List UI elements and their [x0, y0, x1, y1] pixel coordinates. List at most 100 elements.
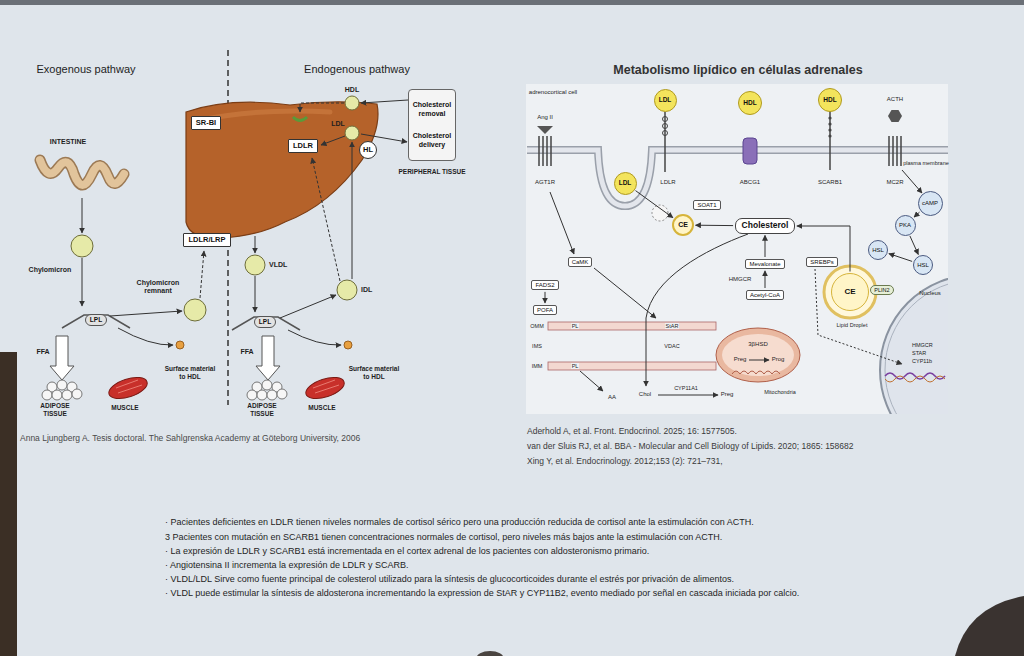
- gene-name: HMGCR: [912, 342, 933, 349]
- node-text: CE: [844, 287, 855, 296]
- receptor-beads: [663, 117, 668, 136]
- fat-cell: [52, 390, 62, 400]
- gene-name: CYP11b: [912, 358, 932, 365]
- metabolite-box: Acetyl-CoA: [746, 290, 784, 301]
- ligand: [888, 110, 902, 122]
- bullet-note: · VLDL/LDL Sirve como fuente principal d…: [165, 574, 734, 585]
- bead: [828, 116, 831, 119]
- flow-arrow: [361, 100, 408, 103]
- intestine: [40, 160, 124, 185]
- bead: [663, 124, 668, 129]
- node-text: LDL: [619, 179, 632, 186]
- tissue-name: MUSCLE: [111, 404, 138, 412]
- bead: [663, 131, 668, 136]
- signal-arrow: [815, 269, 902, 364]
- inner-membrane: [548, 362, 716, 370]
- enzyme-circle: HSL: [913, 255, 933, 275]
- bead: [828, 128, 831, 131]
- mitochondrion-matrix: [722, 334, 794, 376]
- arrow-connector: [765, 271, 766, 288]
- organ-name: INTESTINE: [50, 138, 87, 146]
- cell-label: adrenocortical cell: [529, 89, 577, 96]
- flow-arrow: [321, 136, 345, 145]
- bead: [828, 122, 831, 125]
- ldl-particle: [345, 126, 359, 140]
- node-text: LPL: [259, 318, 271, 325]
- metabolite-box: POFA: [533, 305, 557, 316]
- slide-heading: Metabolismo lipídico en células adrenale…: [613, 63, 862, 78]
- bead: [828, 134, 831, 137]
- pathway-heading: Exogenous pathway: [36, 63, 135, 76]
- arrow-connector: [636, 191, 673, 218]
- receptor: [829, 111, 831, 170]
- metabolite-name: Preg: [721, 391, 734, 398]
- node-text: POFA: [537, 307, 553, 314]
- gene-name: STAR: [912, 350, 926, 357]
- receptor-box: LDLR/LRP: [183, 233, 230, 248]
- fat-cell: [247, 390, 257, 400]
- muscle-striation: [313, 380, 339, 393]
- nuclear-envelope: [885, 280, 948, 414]
- product-note: Surface material to HDL: [163, 365, 217, 381]
- metabolite-name: Chol: [639, 391, 651, 398]
- capillary-wall: [232, 317, 300, 330]
- flow-arrow: [82, 198, 83, 233]
- nuclear-envelope: [880, 275, 948, 414]
- enzyme-name: 3βHSD: [748, 341, 767, 348]
- enzyme-circle: HL: [359, 141, 377, 159]
- mitochondrion: [716, 328, 800, 382]
- plasma-membrane: [527, 150, 948, 206]
- metabolite-name: Preg: [734, 356, 747, 363]
- flow-arrow: [288, 330, 341, 345]
- arrow-connector: [765, 235, 766, 257]
- protein-label: VDAC: [664, 343, 679, 350]
- lipid-label: PL: [571, 363, 580, 370]
- enzyme-name: HMGCR: [729, 276, 752, 283]
- lipoprotein-name: VLDL: [269, 261, 287, 269]
- arrow-connector: [910, 236, 918, 255]
- dna-strand: [885, 376, 945, 382]
- lipoprotein-pathways: [40, 50, 408, 405]
- signal-arrow: [550, 192, 574, 254]
- product-note: Surface material to HDL: [347, 365, 401, 381]
- muscle: [106, 373, 150, 402]
- fat-cells: [42, 380, 82, 400]
- arrow-connector: [696, 225, 734, 226]
- factor-box: SREBPs: [806, 257, 837, 268]
- product-name: FFA: [36, 348, 49, 356]
- kinase-circle: PKA: [895, 215, 916, 236]
- product-name: FFA: [240, 348, 253, 356]
- protein-label: StAR: [665, 323, 680, 330]
- tissue-name: ADIPOSE TISSUE: [240, 402, 284, 418]
- ester-circle: CE: [672, 214, 694, 236]
- node-text: Acetyl-CoA: [750, 292, 780, 299]
- lipoprotein-name: Chylomicron remnant: [132, 279, 184, 296]
- muscle-striation: [116, 380, 142, 393]
- node-text: HDL: [823, 96, 836, 103]
- chylomicron-particle: [71, 235, 93, 257]
- hollow-arrow: [50, 336, 74, 380]
- hormone-name: Ang II: [537, 114, 553, 121]
- node-text: Mevalonate: [749, 261, 780, 268]
- bullet-note: 3 Pacientes con mutación en SCARB1 tiene…: [165, 532, 722, 543]
- bullet-note: · La expresión de LDLR y SCARB1 está inc…: [165, 546, 649, 557]
- citation: van der Sluis RJ, et al. BBA - Molecular…: [527, 441, 854, 451]
- citation: Aderhold A, et al. Front. Endocrinol. 20…: [527, 426, 737, 436]
- arrow-connector: [889, 254, 912, 262]
- flow-arrow: [312, 158, 340, 281]
- liver: [186, 102, 378, 238]
- flow-arrow: [82, 258, 83, 306]
- enzyme-oval: LPL: [85, 314, 107, 325]
- hormone-name: ACTH: [887, 96, 903, 103]
- lipoprotein-name: IDL: [361, 286, 372, 294]
- node-text: SR-BI: [196, 119, 216, 128]
- node-text: LDL: [659, 96, 672, 103]
- node-text: FADS2: [535, 282, 554, 289]
- signal-arrow: [594, 268, 656, 318]
- reaction-arrow: [658, 395, 718, 396]
- arrow-connector: [797, 226, 850, 272]
- node-text: SREBPs: [810, 259, 833, 266]
